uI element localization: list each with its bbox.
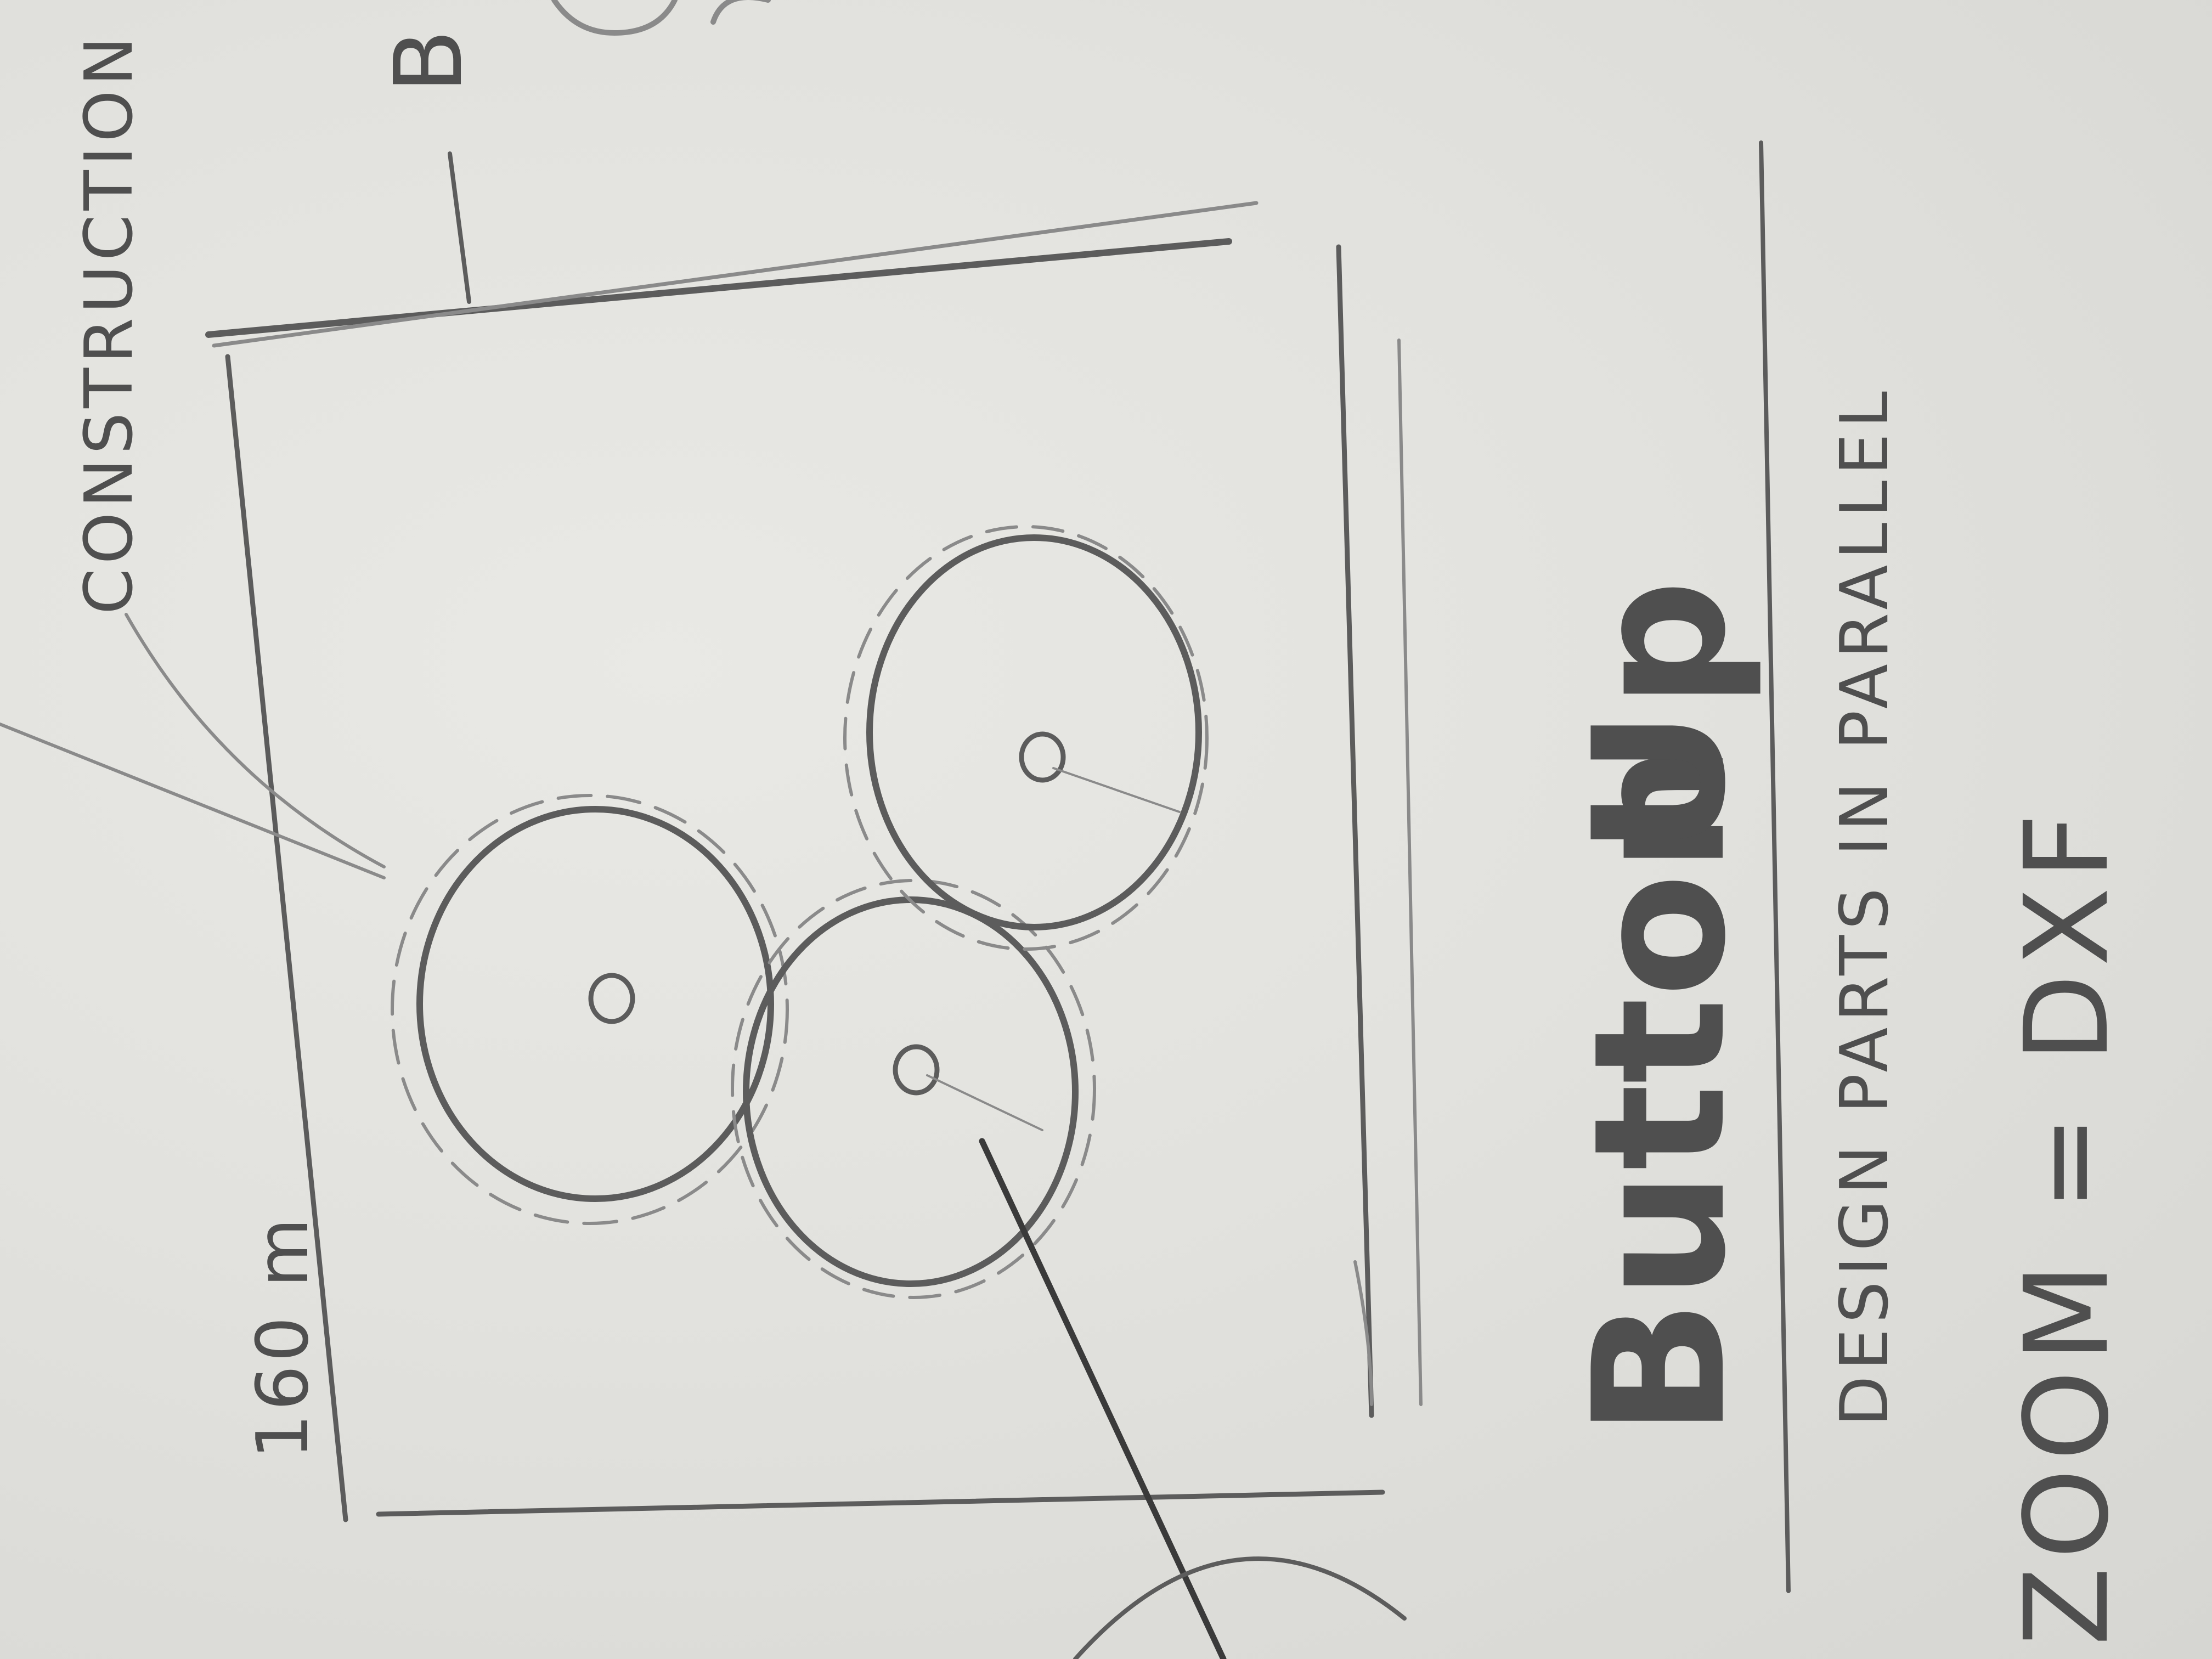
zoom-note: ZOOM = DXF [2000,806,2134,1646]
title-word-1: Button [1555,744,1765,1437]
title-word-2: Up [1555,579,1765,856]
frame-left-edge [225,354,348,1522]
gear-callout-line [979,1138,1227,1659]
frame-right-inner-line [1397,338,1423,1406]
corner-mark-label: B [375,29,483,93]
construction-leader-line [0,723,386,879]
corner-mark-shape [551,0,678,36]
construction-label: CONSTRUCTION [71,32,148,614]
frame-bottom-edge [376,1489,1385,1517]
gear-left [391,794,789,1225]
gear-middle [731,879,1096,1299]
frame-right-inner-line-lower [1353,1260,1373,1406]
dimension-tick [448,151,471,304]
rule-line [1759,140,1791,1593]
construction-leader-line-2 [125,613,386,868]
corner-mark-shape-2 [710,0,771,25]
frame-right-edge [1336,244,1374,1418]
design-note: DESIGN PARTS IN PARALLEL [1827,386,1903,1426]
frame-top-edge [205,238,1232,338]
gear-right [843,525,1209,951]
offpage-circle [1073,1556,1407,1659]
dimension-label: 160 m [241,1215,324,1459]
frame-top-edge-overstroke [212,201,1259,348]
